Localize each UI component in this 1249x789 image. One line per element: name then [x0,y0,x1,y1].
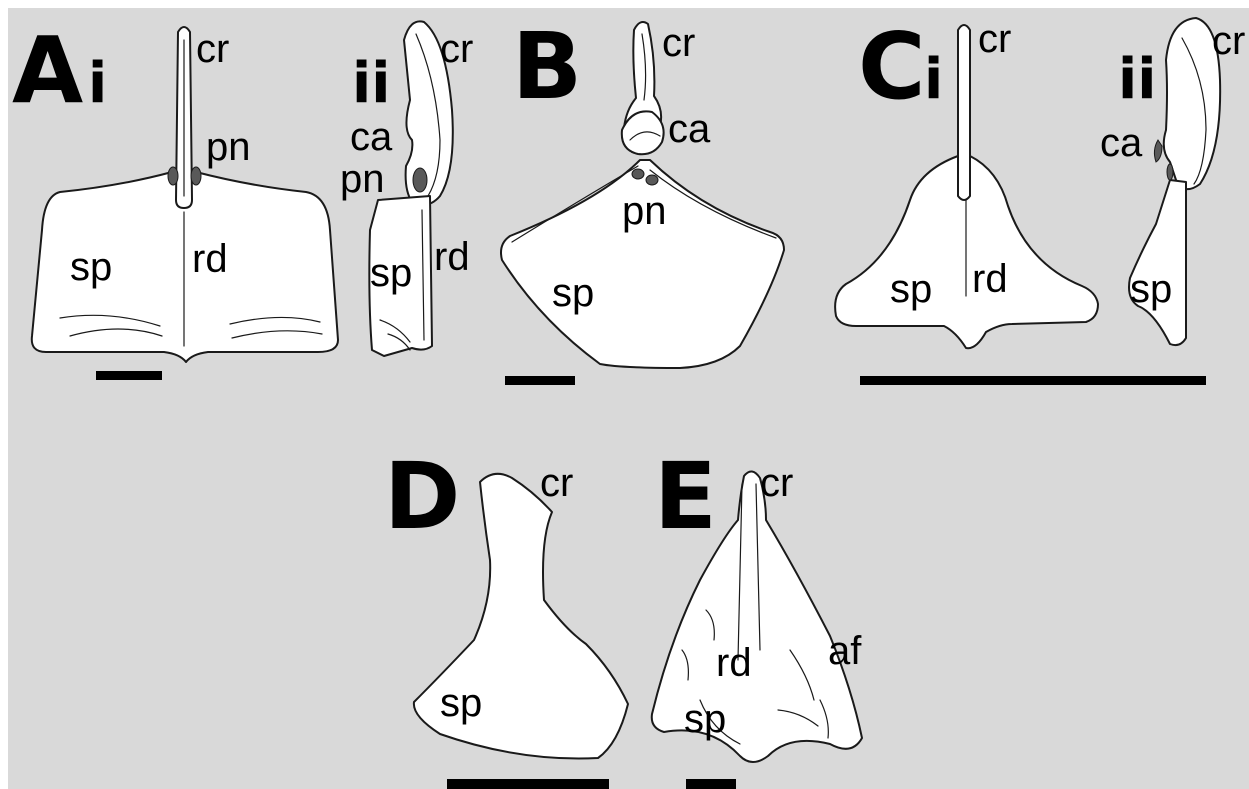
e-label-sp: sp [684,697,726,741]
a-view-ii: ii [352,51,390,116]
a-ii-label-pn: pn [340,157,385,201]
b-label-pn: pn [622,189,667,233]
b-label-sp: sp [552,271,594,315]
e-label-cr: cr [760,461,793,505]
c-scale-bar [860,376,1206,385]
c-ii-label-sp: sp [1130,267,1172,311]
c-i-label-sp: sp [890,267,932,311]
a-ii-foramen [413,168,427,192]
e-scale-bar [686,779,736,789]
e-label-af: af [828,629,862,673]
b-foramen-2 [646,175,658,185]
c-i-label-cr: cr [978,17,1011,61]
d-label-sp: sp [440,681,482,725]
d-scale-bar [447,779,609,789]
b-scale-bar [505,376,575,385]
a-view-i: i [88,51,107,116]
c-ii-foramen [1167,164,1173,180]
c-view-ii: ii [1118,47,1156,112]
a-i-label-pn: pn [206,125,251,169]
a-ii-label-ca: ca [350,115,393,159]
panel-letter-d: D [384,443,460,550]
a-i-label-sp: sp [70,245,112,289]
e-label-rd: rd [716,641,752,685]
a-scale-bar [96,371,162,380]
a-ii-label-cr: cr [440,27,473,71]
b-foramen-1 [632,169,644,179]
a-ii-label-sp: sp [370,251,412,295]
a-i-label-rd: rd [192,237,228,281]
panel-letter-b: B [512,13,582,120]
panel-letter-e: E [654,443,717,550]
c-ii-label-cr: cr [1212,19,1245,63]
a-i-foramen-right [191,167,201,185]
d-label-cr: cr [540,461,573,505]
panel-letter-a: A [12,17,83,124]
b-label-cr: cr [662,21,695,65]
c-i-crest [958,25,970,200]
a-i-label-cr: cr [196,27,229,71]
b-label-ca: ca [668,107,711,151]
a-i-foramen-left [168,167,178,185]
panel-letter-c: C [858,13,926,120]
a-ii-label-rd: rd [434,235,470,279]
c-view-i: i [924,47,943,112]
c-i-label-rd: rd [972,257,1008,301]
c-ii-label-ca: ca [1100,121,1143,165]
